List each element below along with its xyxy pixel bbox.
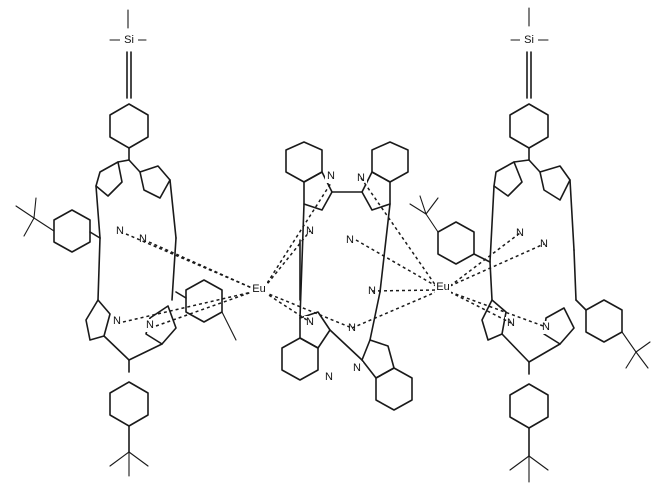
center-right-tbutylphenyl	[409, 195, 491, 265]
left-europium-atom: Eu	[252, 283, 265, 295]
center-phthalocyanine: N N N N N N N N N	[281, 141, 413, 411]
right-upper-pyrrole-1	[493, 161, 523, 197]
left-porphyrin-n3: N	[113, 315, 121, 327]
center-benzo-top-left	[285, 141, 323, 183]
left-silicon-atom: Si	[124, 34, 134, 46]
left-bottom-phenyl	[109, 381, 149, 427]
left-right-tolyl-ring	[185, 279, 223, 323]
right-side-tbutylphenyl	[585, 299, 623, 343]
left-porphyrin: N N N N	[15, 9, 237, 477]
right-porphyrin-n4: N	[542, 321, 550, 333]
left-porphyrin-n1: N	[116, 225, 124, 237]
center-pc-n9: N	[353, 362, 361, 374]
right-porphyrin: N N N N	[481, 7, 651, 483]
left-porphyrin-n4: N	[146, 319, 154, 331]
center-pc-n4: N	[346, 234, 354, 246]
left-upper-pyrrole-2	[139, 165, 171, 199]
right-bottom-phenyl	[509, 383, 549, 429]
center-pc-n8: N	[325, 371, 333, 383]
right-porphyrin-n1: N	[516, 227, 524, 239]
right-lower-pyrrole-1	[481, 299, 507, 341]
left-lower-pyrrole-1	[85, 299, 111, 341]
left-upper-pyrrole-1	[95, 161, 123, 197]
left-porphyrin-n2: N	[139, 233, 147, 245]
center-pc-n6: N	[306, 316, 314, 328]
right-porphyrin-n3: N	[507, 317, 515, 329]
coordination-bonds	[122, 177, 547, 329]
right-europium-atom: Eu	[436, 281, 449, 293]
center-pc-n1: N	[327, 170, 335, 182]
left-top-phenyl	[109, 103, 149, 149]
right-upper-pyrrole-2	[539, 165, 571, 201]
right-top-phenyl	[509, 103, 549, 149]
right-porphyrin-n2: N	[540, 238, 548, 250]
left-side-tolyl-ring	[53, 209, 91, 253]
right-silicon-atom: Si	[524, 34, 534, 46]
center-pc-n3: N	[306, 225, 314, 237]
center-benzo-top-right	[371, 141, 409, 183]
